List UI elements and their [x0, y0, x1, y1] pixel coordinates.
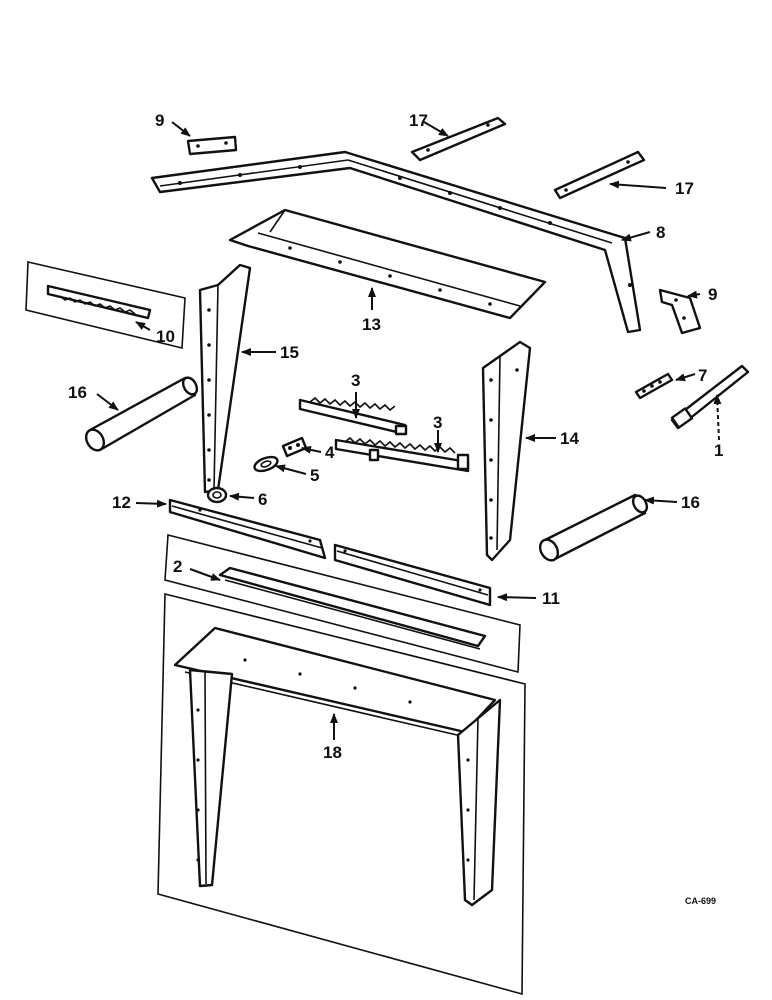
top-frame-angle: [150, 150, 642, 334]
angle-12: [168, 498, 327, 560]
callout-18: 18: [323, 743, 342, 762]
bracket-right-9: [658, 288, 702, 335]
callout-7: 7: [698, 366, 707, 385]
callout-16-left: 16: [68, 383, 87, 402]
callout-11: 11: [542, 589, 560, 608]
bracket-left-9: [186, 135, 238, 156]
callout-9-left: 9: [155, 111, 164, 130]
callout-10: 10: [156, 327, 175, 346]
callout-1: 1: [714, 441, 723, 460]
callout-17-right: 17: [675, 179, 694, 198]
callout-12: 12: [112, 493, 131, 512]
callout-2: 2: [173, 557, 182, 576]
callout-17-top: 17: [409, 111, 428, 130]
link-6: [206, 486, 228, 504]
link-5: [253, 455, 279, 473]
leader-arrows: [96, 121, 722, 740]
callout-16-right: 16: [681, 493, 700, 512]
shaft-right-16: [538, 493, 649, 562]
callout-9-right: 9: [708, 285, 717, 304]
bar-1: [670, 364, 750, 430]
callout-3b: 3: [433, 413, 442, 432]
callout-8: 8: [656, 223, 665, 242]
strap-right-17: [553, 150, 646, 200]
shaft-left-16: [84, 376, 199, 452]
callout-15: 15: [280, 343, 299, 362]
callout-6: 6: [258, 490, 267, 509]
right-side-panel: [481, 340, 532, 562]
callout-5: 5: [310, 466, 319, 485]
panel-2: [164, 533, 521, 674]
figure-code: CA-699: [685, 896, 716, 906]
link-4: [281, 436, 308, 458]
top-shield: [228, 208, 547, 320]
callout-14: 14: [560, 429, 579, 448]
callout-13: 13: [362, 315, 381, 334]
angle-11: [333, 543, 492, 607]
callout-4: 4: [325, 443, 335, 462]
panel-18: [157, 592, 526, 996]
left-side-panel: [198, 263, 252, 494]
chain-guide-3a: [298, 396, 408, 436]
callout-3a: 3: [351, 371, 360, 390]
chain-7: [634, 372, 674, 400]
strap-top-17: [410, 116, 507, 162]
chain-guide-3b: [334, 436, 470, 473]
